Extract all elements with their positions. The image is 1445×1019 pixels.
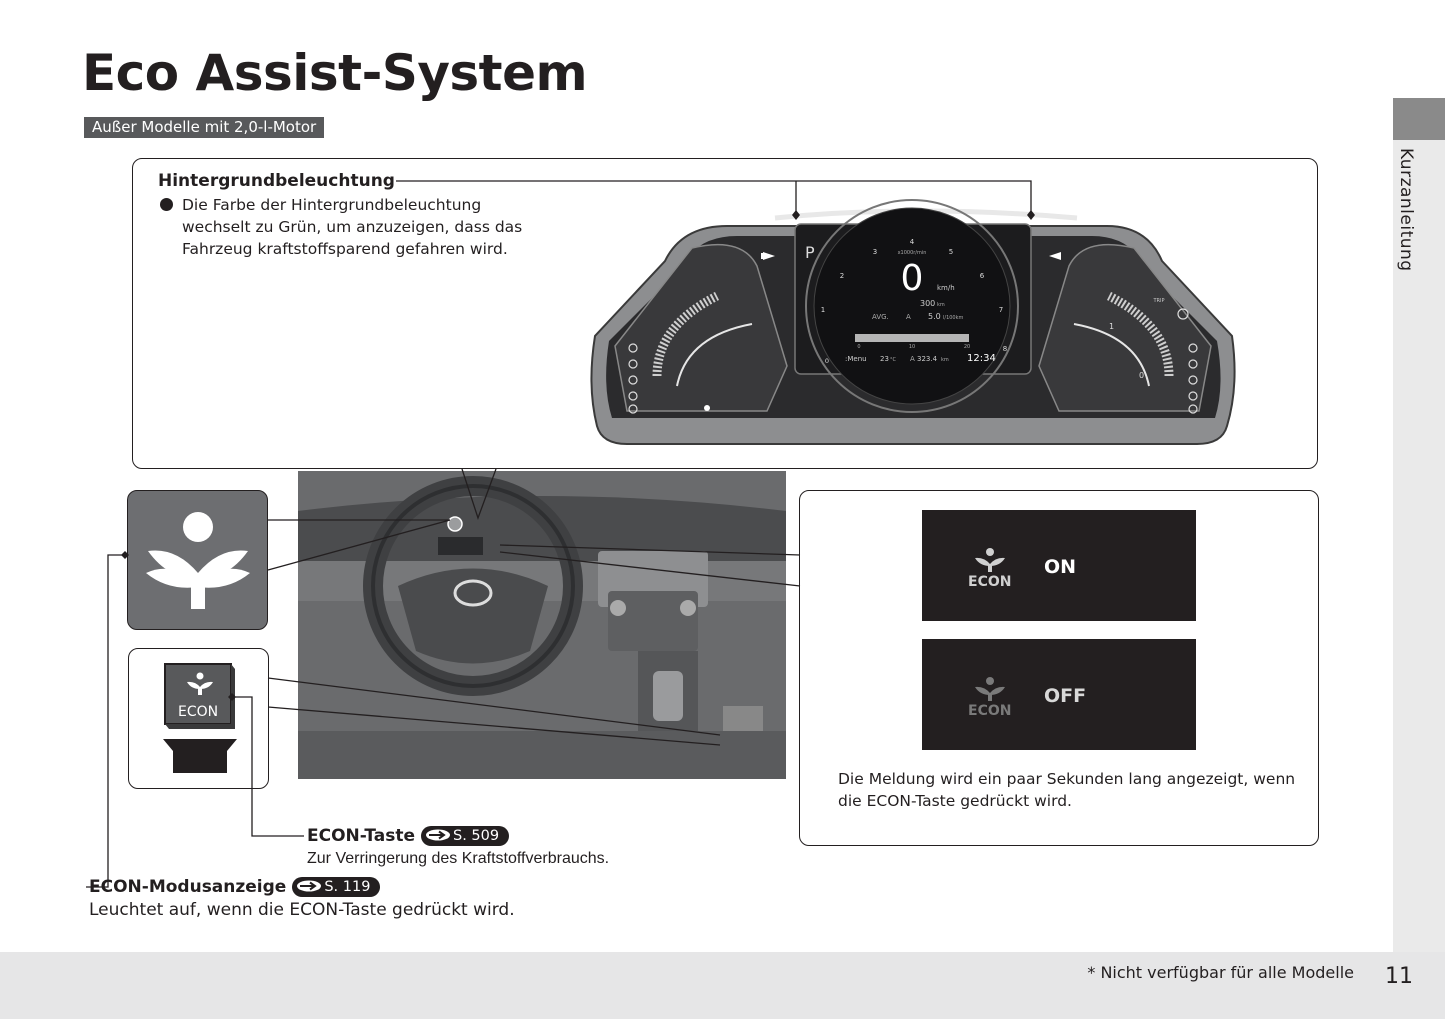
range-value: 300 bbox=[920, 299, 935, 308]
side-strip bbox=[1393, 140, 1445, 952]
econ-leaf-icon bbox=[975, 548, 1005, 572]
gear-indicator: P bbox=[805, 243, 815, 262]
rpm-tick: 0 bbox=[825, 357, 829, 365]
footer-note: * Nicht verfügbar für alle Modelle bbox=[1087, 963, 1354, 982]
econ-off-state: OFF bbox=[1044, 685, 1087, 707]
econ-message-caption: Die Meldung wird ein paar Sekunden lang … bbox=[838, 770, 1296, 810]
odometer-trip: A bbox=[910, 355, 915, 363]
temperature-unit: °C bbox=[890, 357, 897, 363]
model-tag: Außer Modelle mit 2,0-l-Motor bbox=[84, 117, 325, 138]
econ-mode-page-ref[interactable]: S. 119 bbox=[292, 877, 381, 897]
arrow-right-icon bbox=[297, 880, 322, 892]
temperature-value: 23 bbox=[880, 355, 889, 363]
clock: 12:34 bbox=[967, 353, 996, 364]
trip-label: TRIP bbox=[1152, 298, 1164, 304]
odometer-value: 323.4 bbox=[917, 355, 938, 363]
econ-on-state: ON bbox=[1044, 556, 1077, 578]
speed-unit: km/h bbox=[937, 284, 955, 292]
econ-button-title: ECON-Taste bbox=[307, 826, 415, 846]
econ-mode-ref-text: S. 119 bbox=[324, 879, 371, 895]
rpm-tick: 5 bbox=[949, 248, 953, 256]
dashboard-photo bbox=[298, 471, 786, 779]
range-unit: km bbox=[937, 302, 945, 308]
instrument-cluster: P 0 km/h x1000r/min 0 1 2 3 4 5 6 7 8 30… bbox=[590, 199, 1236, 445]
rpm-label: x1000r/min bbox=[898, 250, 927, 256]
rpm-tick: 7 bbox=[999, 306, 1003, 314]
econ-leaf-icon bbox=[146, 512, 250, 609]
econ-button-ref-text: S. 509 bbox=[452, 828, 500, 844]
econ-button-description: Zur Verringerung des Kraftstoffverbrauch… bbox=[307, 850, 610, 867]
econ-button-heading: ECON-Taste S. 509 bbox=[307, 826, 510, 846]
econ-mode-title: ECON-Modusanzeige bbox=[89, 877, 287, 897]
footer-strip bbox=[0, 952, 1445, 1019]
econ-indicator-closeup bbox=[127, 490, 268, 630]
rpm-tick: 4 bbox=[910, 238, 915, 246]
backlight-heading: Hintergrundbeleuchtung bbox=[158, 171, 395, 191]
econ-label: ECON bbox=[968, 703, 1012, 719]
speed-readout: 0 bbox=[901, 258, 924, 299]
page-number: 11 bbox=[1385, 964, 1413, 989]
menu-label: :Menu bbox=[845, 355, 867, 363]
econ-mode-description: Leuchtet auf, wenn die ECON-Taste gedrüc… bbox=[89, 900, 515, 920]
gauge-bottom-label: 0 bbox=[1139, 371, 1144, 380]
arrow-right-icon bbox=[425, 829, 450, 841]
econ-on-message: ECON ON bbox=[922, 510, 1196, 621]
bar-tick: 0 bbox=[857, 344, 860, 350]
gauge-top-label: 1 bbox=[1109, 322, 1114, 331]
econ-mode-heading: ECON-Modusanzeige S. 119 bbox=[89, 877, 381, 897]
rpm-tick: 2 bbox=[840, 272, 844, 280]
bar-tick: 10 bbox=[909, 344, 915, 350]
odometer-unit: km bbox=[941, 357, 949, 363]
rpm-tick: 1 bbox=[821, 306, 825, 314]
avg-unit: l/100km bbox=[943, 315, 964, 321]
rpm-tick: 6 bbox=[980, 272, 985, 280]
avg-label: AVG. bbox=[872, 313, 889, 321]
rpm-tick: 8 bbox=[1003, 345, 1007, 353]
side-tab-label[interactable]: Kurzanleitung bbox=[1396, 148, 1416, 272]
rpm-tick: 3 bbox=[873, 248, 877, 256]
backlight-text: Die Farbe der Hintergrundbeleuchtung wec… bbox=[182, 196, 523, 258]
econ-label: ECON bbox=[968, 574, 1012, 590]
econ-leaf-icon bbox=[975, 677, 1005, 701]
bar-tick: 20 bbox=[964, 344, 970, 350]
econ-button-icon bbox=[163, 663, 237, 773]
econ-button-label: ECON bbox=[178, 704, 219, 720]
econ-button-page-ref[interactable]: S. 509 bbox=[420, 826, 510, 846]
avg-trip: A bbox=[906, 313, 911, 321]
side-tab-marker bbox=[1393, 98, 1445, 140]
page-title: Eco Assist-System bbox=[82, 44, 588, 102]
avg-value: 5.0 bbox=[928, 312, 941, 321]
bullet-icon bbox=[160, 198, 173, 211]
econ-off-message: ECON OFF bbox=[922, 639, 1196, 750]
